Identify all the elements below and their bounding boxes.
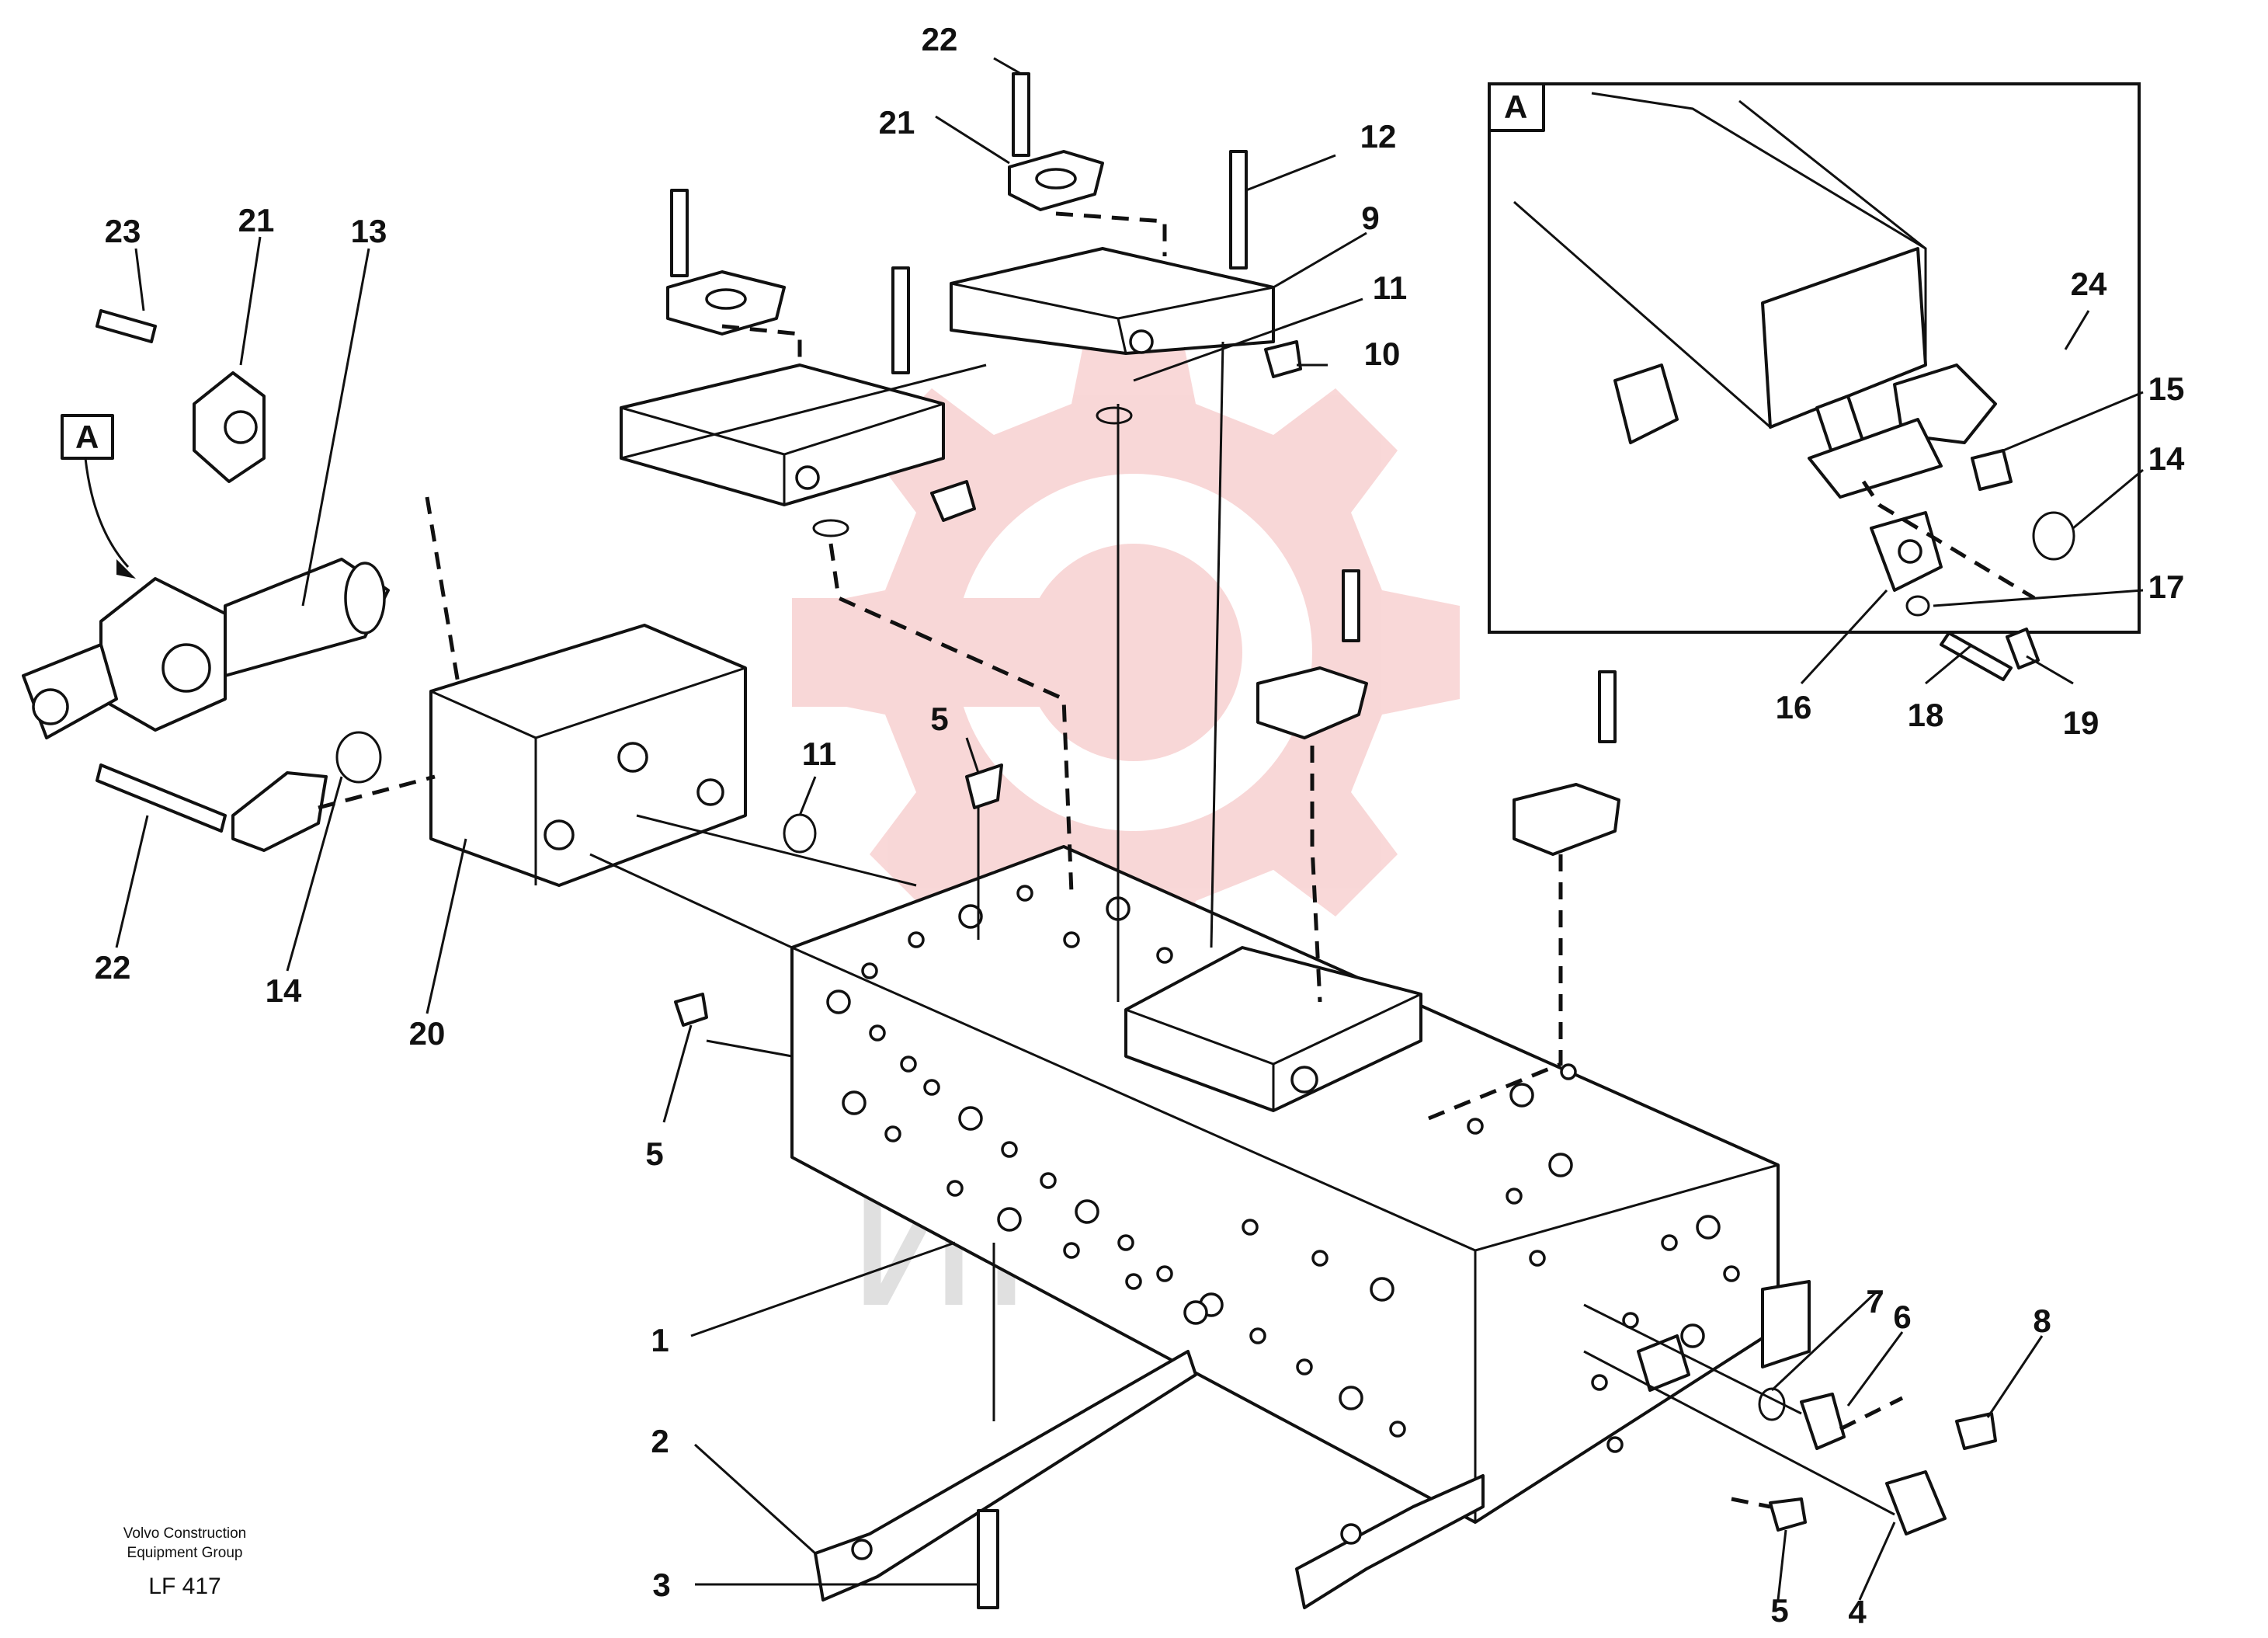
callout-c3: 3 [652, 1567, 670, 1603]
callout-c15: 15 [2148, 370, 2185, 407]
flange-parts [193, 150, 1620, 856]
port-hole [1506, 1188, 1523, 1205]
port-hole [1001, 1141, 1018, 1158]
port-hole [908, 931, 925, 948]
callout-c11a: 11 [1373, 270, 1407, 306]
leader-lines [115, 57, 2044, 1601]
callout-c20: 20 [409, 1015, 446, 1052]
port-hole [923, 1079, 940, 1096]
port-hole [1560, 1063, 1577, 1080]
port-hole [1040, 1172, 1057, 1189]
pipe-connector [22, 558, 390, 739]
upper-plate-right [950, 247, 1275, 355]
callout-c7: 7 [1866, 1283, 1884, 1320]
port-hole [1389, 1421, 1406, 1438]
callout-c5c: 5 [1770, 1592, 1788, 1629]
port-hole [958, 1106, 983, 1131]
callout-c19: 19 [2063, 704, 2100, 741]
port-hole [1063, 931, 1080, 948]
detail-view-a-frame: A [1488, 82, 2144, 685]
port-hole [1723, 1265, 1740, 1282]
port-hole [1063, 1242, 1080, 1259]
callout-c4: 4 [1848, 1594, 1867, 1630]
callout-c24: 24 [2071, 266, 2107, 302]
port-hole [900, 1055, 917, 1073]
callout-c21a: 21 [879, 104, 915, 141]
port-hole [1075, 1199, 1099, 1224]
callout-c10: 10 [1364, 336, 1401, 372]
port-hole [1311, 1250, 1328, 1267]
port-hole [958, 904, 983, 929]
port-hole [1529, 1250, 1546, 1267]
callout-c14b: 14 [2148, 440, 2185, 477]
port-hole [1606, 1436, 1624, 1453]
port-hole [1296, 1358, 1313, 1375]
port-hole [1467, 1118, 1484, 1135]
callout-c2: 2 [651, 1423, 669, 1459]
callout-c23: 23 [105, 213, 141, 249]
callout-c16: 16 [1776, 689, 1812, 725]
callout-c17: 17 [2148, 569, 2185, 605]
port-hole [826, 989, 851, 1014]
port-hole [1117, 1234, 1134, 1251]
callout-c22b: 22 [95, 949, 131, 986]
maker-line-2: Equipment Group [127, 1545, 243, 1561]
drawing-code: LF 417 [148, 1574, 221, 1599]
intermediate-block [429, 624, 747, 887]
port-hole [1696, 1215, 1721, 1240]
callout-c13: 13 [351, 213, 387, 249]
port-hole [869, 1024, 886, 1042]
port-hole [1156, 947, 1173, 964]
callout-c12: 12 [1360, 118, 1397, 155]
port-hole [1156, 1265, 1173, 1282]
main-valve-block [790, 845, 1780, 1524]
maker-line-1: Volvo Construction [123, 1525, 246, 1542]
watermark-gear-logo [792, 326, 1460, 979]
port-hole [1016, 885, 1033, 902]
callout-c9: 9 [1361, 200, 1379, 236]
callout-c5a: 5 [930, 701, 948, 737]
port-hole [842, 1090, 867, 1115]
port-hole [1591, 1374, 1608, 1391]
port-hole [1242, 1219, 1259, 1236]
sub-plate-on-block [1124, 946, 1422, 1112]
port-hole [1249, 1327, 1266, 1344]
mounting-bars [814, 1280, 1811, 1609]
port-hole [1509, 1083, 1534, 1108]
callout-c5b: 5 [645, 1135, 663, 1172]
view-marker-a: A [61, 414, 136, 579]
port-hole [1370, 1277, 1394, 1302]
port-hole [861, 962, 878, 979]
callout-c8: 8 [2033, 1302, 2051, 1339]
port-hole [946, 1180, 964, 1197]
port-hole [1548, 1153, 1573, 1177]
svg-text:A: A [75, 419, 99, 455]
callout-c14a: 14 [266, 972, 302, 1009]
port-hole [884, 1125, 901, 1142]
port-hole [1680, 1323, 1705, 1348]
port-hole [1125, 1273, 1142, 1290]
callout-c11b: 11 [802, 736, 836, 772]
port-hole [1661, 1234, 1678, 1251]
port-hole [1339, 1386, 1363, 1410]
callout-c18: 18 [1908, 697, 1944, 733]
port-hole [997, 1207, 1022, 1232]
callout-c21b: 21 [238, 202, 275, 238]
svg-text:A: A [1504, 89, 1527, 125]
callout-c1: 1 [651, 1322, 669, 1358]
port-hole [1183, 1300, 1208, 1325]
callout-c22a: 22 [922, 21, 958, 57]
bolts-and-screws [96, 72, 1997, 1609]
callout-c6: 6 [1893, 1299, 1911, 1335]
footer-maker-info: Volvo Construction Equipment Group LF 41… [123, 1525, 246, 1599]
